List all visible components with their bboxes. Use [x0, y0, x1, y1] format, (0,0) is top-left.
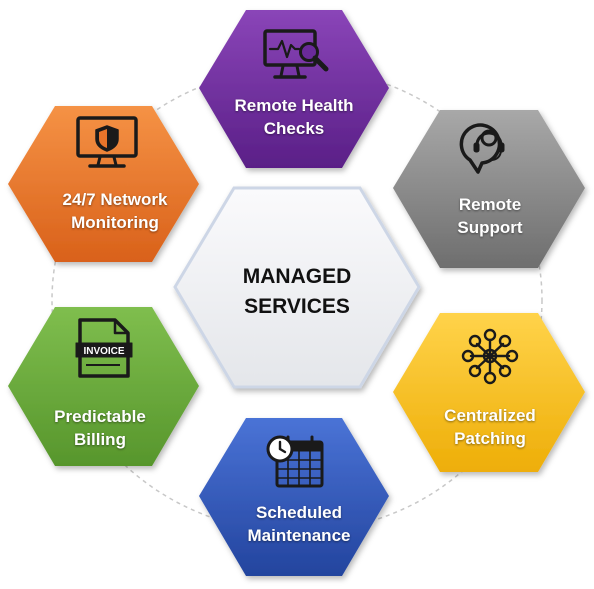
label-predictable-billing-line1: Predictable: [54, 407, 146, 426]
label-remote-health-checks: Remote Health Checks: [234, 94, 353, 140]
hexagon-predictable-billing: [8, 307, 199, 466]
network-nodes-icon: [461, 328, 519, 385]
calendar-clock-icon: [266, 435, 324, 488]
monitor-magnifier-icon: [263, 29, 329, 79]
label-predictable-billing-line2: Billing: [74, 430, 126, 449]
label-remote-health-checks-line2: Checks: [263, 119, 325, 138]
label-remote-support-line2: Support: [457, 218, 523, 237]
label-centralized-patching-line2: Patching: [454, 429, 526, 448]
label-network-monitoring-line2: Monitoring: [71, 213, 159, 232]
hexagon-remote-health-checks: [199, 10, 389, 168]
label-network-monitoring: 24/7 Network Monitoring: [63, 188, 168, 234]
hexagon-network-monitoring: [8, 106, 199, 262]
invoice-icon-text: INVOICE: [83, 346, 124, 357]
hexagon-scheduled-maintenance: [199, 418, 389, 576]
label-network-monitoring-line1: 24/7 Network: [62, 190, 168, 209]
headset-icon: [459, 123, 505, 174]
center-title-line2: SERVICES: [244, 295, 350, 318]
hexagon-remote-support: [393, 110, 585, 268]
label-remote-support-line1: Remote: [458, 195, 522, 214]
center-hexagon: [173, 186, 421, 389]
monitor-shield-icon: [76, 116, 138, 168]
label-scheduled-maintenance-line1: Scheduled: [256, 503, 342, 522]
center-title-line1: MANAGED: [242, 265, 352, 288]
label-scheduled-maintenance-line2: Maintenance: [247, 526, 351, 545]
label-remote-health-checks-line1: Remote Health: [234, 96, 354, 115]
label-centralized-patching-line1: Centralized: [444, 406, 536, 425]
hexagon-centralized-patching: [393, 313, 585, 472]
center-title: MANAGED SERVICES: [243, 262, 352, 322]
label-predictable-billing: Predictable Billing: [54, 405, 146, 451]
label-scheduled-maintenance: Scheduled Maintenance: [248, 501, 351, 547]
label-centralized-patching: Centralized Patching: [444, 404, 536, 450]
invoice-icon: INVOICE: [75, 318, 133, 378]
label-remote-support: Remote Support: [457, 193, 522, 239]
